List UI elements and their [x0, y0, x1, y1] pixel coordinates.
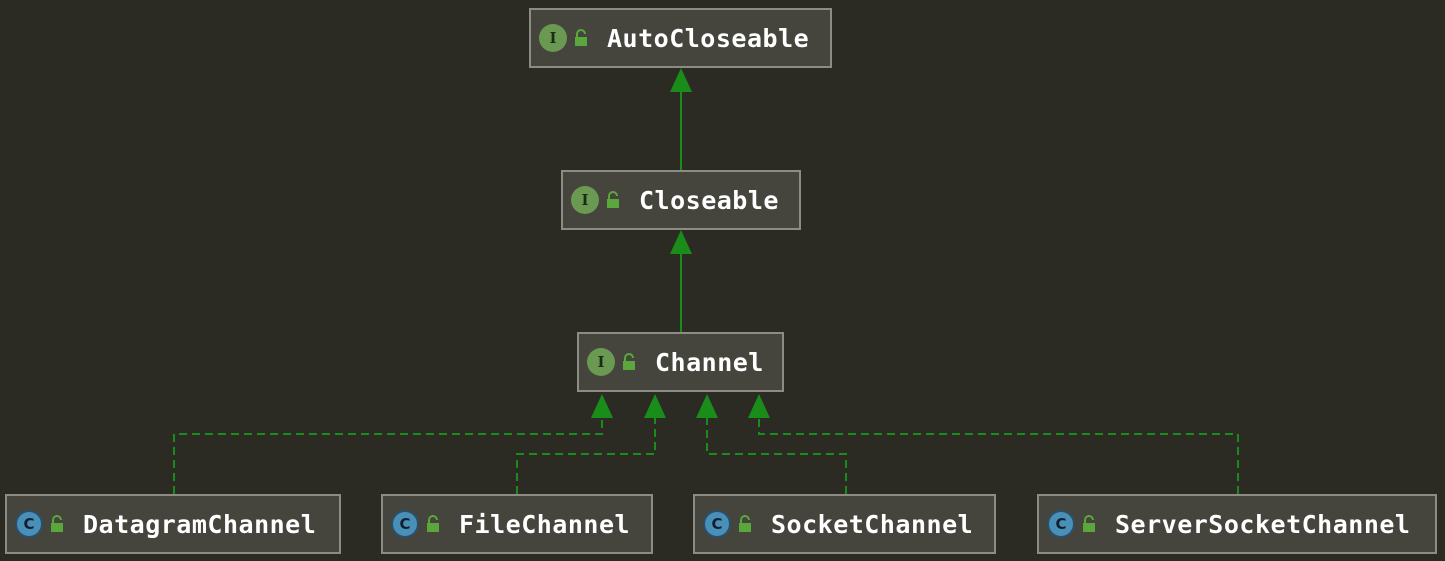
arrowhead-serversocketchannel-to-channel — [748, 394, 770, 418]
node-label: DatagramChannel — [83, 509, 317, 539]
node-socketchannel[interactable]: C SocketChannel — [693, 494, 996, 554]
unlocked-padlock-icon — [573, 28, 589, 48]
interface-icon: I — [571, 186, 599, 214]
node-serversocketchannel[interactable]: C ServerSocketChannel — [1037, 494, 1437, 554]
interface-icon: I — [539, 24, 567, 52]
class-icon: C — [1047, 510, 1075, 538]
edge-datagramchannel-implements-channel — [173, 416, 603, 494]
edge-socketchannel-implements-channel — [706, 416, 847, 494]
node-label: FileChannel — [459, 509, 631, 539]
arrowhead-filechannel-to-channel — [644, 394, 666, 418]
node-label: ServerSocketChannel — [1115, 509, 1411, 539]
node-datagramchannel[interactable]: C DatagramChannel — [5, 494, 341, 554]
unlocked-padlock-icon — [737, 514, 753, 534]
node-label: SocketChannel — [771, 509, 974, 539]
unlocked-padlock-icon — [425, 514, 441, 534]
node-label: Channel — [655, 347, 764, 377]
arrowhead-channel-to-closeable — [670, 230, 692, 254]
class-icon: C — [391, 510, 419, 538]
edge-filechannel-implements-channel — [516, 416, 656, 494]
node-autocloseable[interactable]: I AutoCloseable — [529, 8, 832, 68]
node-label: Closeable — [639, 185, 779, 215]
node-label: AutoCloseable — [607, 23, 810, 53]
unlocked-padlock-icon — [49, 514, 65, 534]
unlocked-padlock-icon — [621, 352, 637, 372]
arrowhead-closeable-to-autocloseable — [670, 68, 692, 92]
class-icon: C — [15, 510, 43, 538]
unlocked-padlock-icon — [605, 190, 621, 210]
node-channel[interactable]: I Channel — [577, 332, 784, 392]
unlocked-padlock-icon — [1081, 514, 1097, 534]
interface-icon: I — [587, 348, 615, 376]
arrowhead-datagramchannel-to-channel — [591, 394, 613, 418]
node-closeable[interactable]: I Closeable — [561, 170, 801, 230]
class-icon: C — [703, 510, 731, 538]
edge-serversocketchannel-implements-channel — [758, 416, 1239, 494]
arrowhead-socketchannel-to-channel — [696, 394, 718, 418]
node-filechannel[interactable]: C FileChannel — [381, 494, 653, 554]
